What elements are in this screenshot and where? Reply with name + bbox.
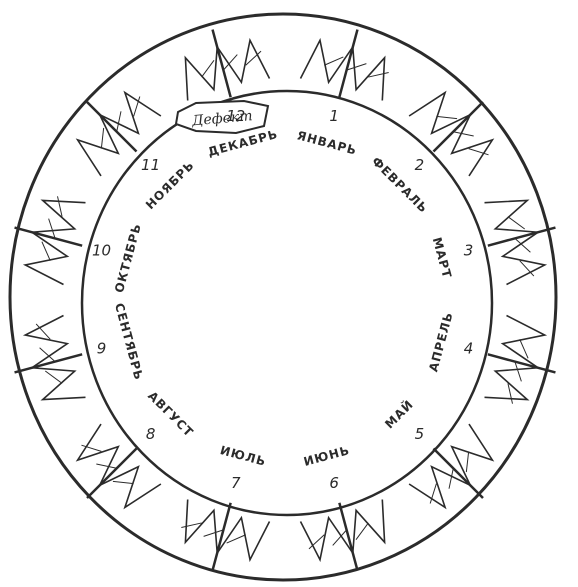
sector-hatch xyxy=(453,132,473,136)
sector-ornament xyxy=(185,40,269,100)
sector-number: 4 xyxy=(464,340,474,358)
sector-hatch xyxy=(449,468,453,488)
sector-hatch xyxy=(101,128,103,149)
sector-hatch xyxy=(45,371,62,383)
sector-hatch xyxy=(223,55,237,71)
sector-number: 6 xyxy=(329,474,339,492)
sector-hatch xyxy=(40,348,56,362)
inner-ring xyxy=(82,91,492,515)
sector-divider xyxy=(433,448,482,497)
sector-hatch xyxy=(96,464,116,468)
sector-ornament xyxy=(485,316,545,400)
sector-number: 10 xyxy=(92,241,111,259)
sector-hatch xyxy=(49,219,55,239)
sector-hatch xyxy=(466,451,468,472)
sector-hatch xyxy=(515,238,531,252)
sector-hatch xyxy=(204,530,224,536)
sector-divider xyxy=(87,448,136,497)
sector-divider xyxy=(433,102,482,151)
sector-number: 3 xyxy=(464,241,474,259)
sector-ornament xyxy=(25,200,85,284)
sector-hatch xyxy=(508,217,525,229)
sector-hatch xyxy=(356,523,368,540)
sector-divider xyxy=(87,102,136,151)
sector-number: 7 xyxy=(231,474,241,492)
sector-hatch xyxy=(347,64,367,70)
sector-hatch xyxy=(515,362,521,382)
sector-hatch xyxy=(117,111,121,131)
sector-hatch xyxy=(436,116,457,118)
sector-number: 2 xyxy=(415,156,425,174)
defect-patch: Дефект xyxy=(176,101,268,133)
sector-hatch xyxy=(333,530,347,546)
sector-number: 1 xyxy=(329,107,339,125)
sector-number: 9 xyxy=(97,340,107,358)
sector-number: 12 xyxy=(226,107,245,125)
sector-number: 8 xyxy=(146,425,156,443)
sector-hatch xyxy=(202,60,214,77)
sector-ornament xyxy=(25,316,85,400)
sector-hatch xyxy=(113,481,134,483)
sector-number: 11 xyxy=(141,156,160,174)
sector-number: 5 xyxy=(415,425,425,443)
sector-ornament xyxy=(485,200,545,284)
